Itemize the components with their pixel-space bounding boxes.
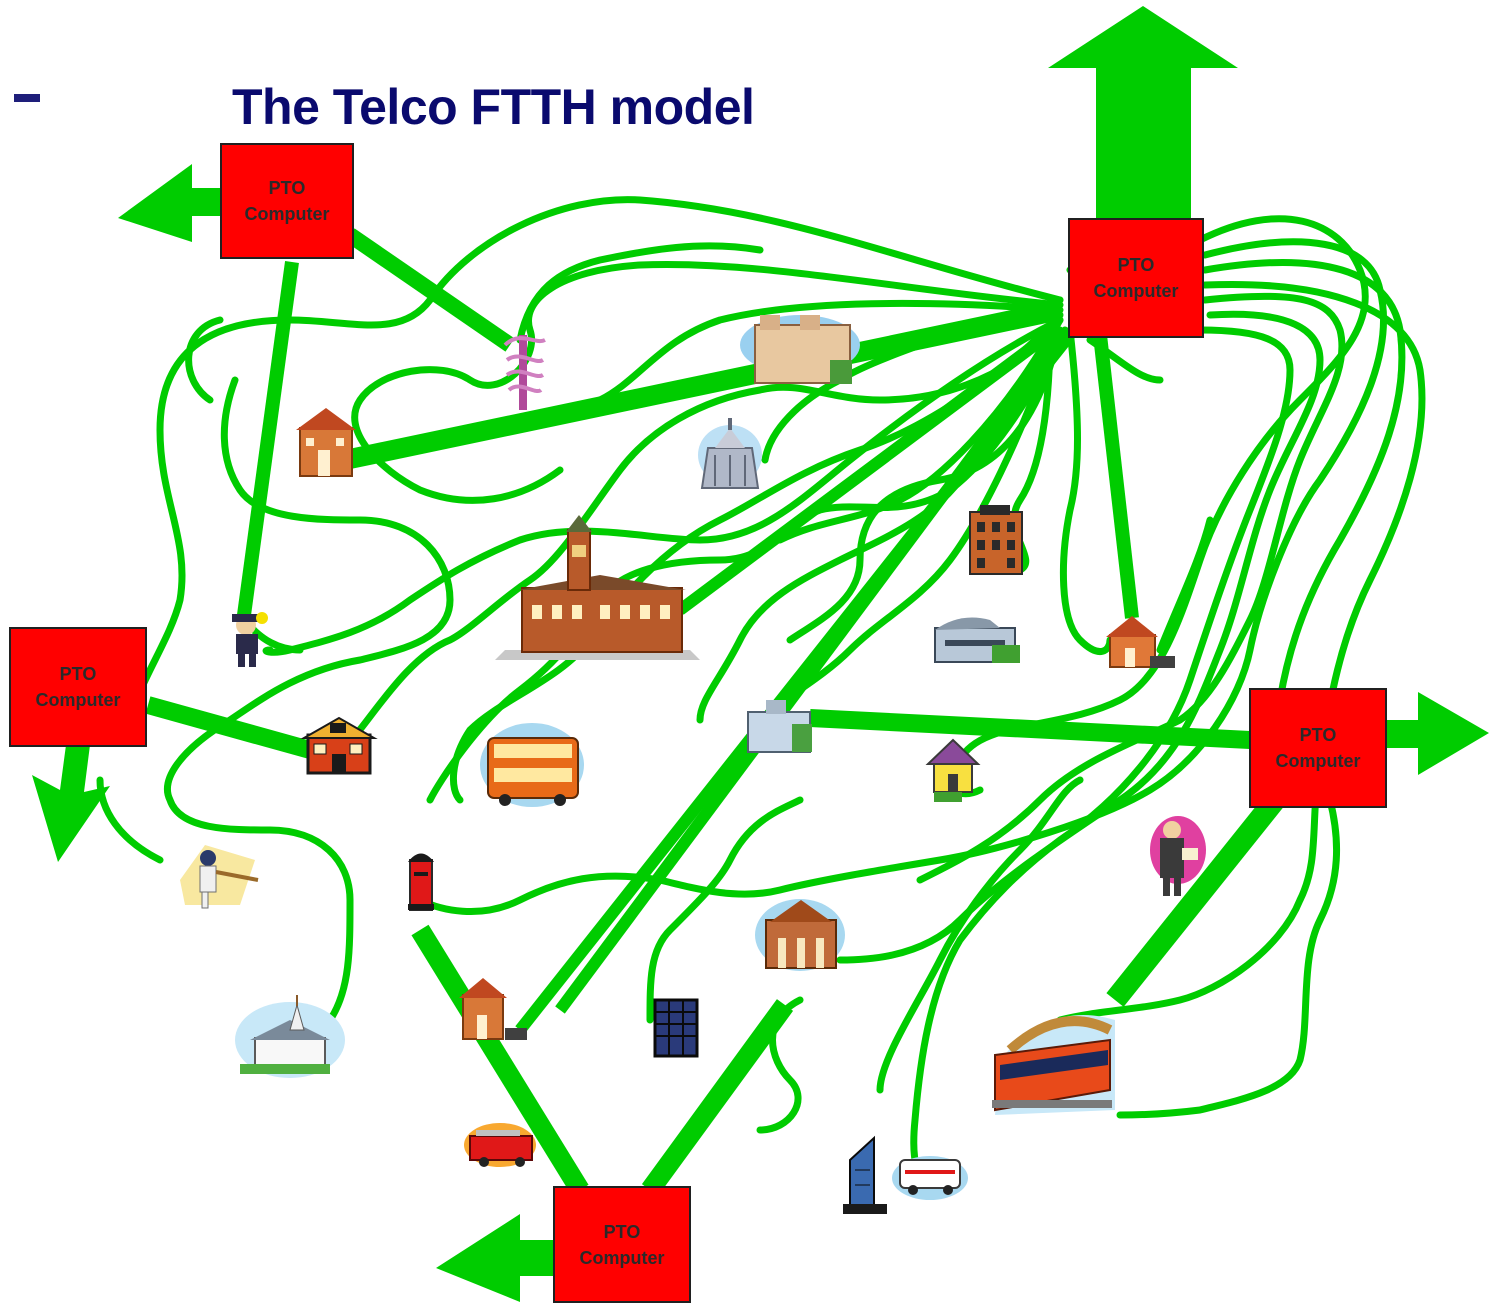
city-hall-icon [495, 515, 700, 660]
trunk-links [145, 228, 1284, 1196]
teacher-icon [1150, 816, 1206, 896]
office-block-icon [747, 700, 812, 753]
building-icons [180, 315, 1206, 1214]
pto-computer-bottom: PTO Computer [553, 1186, 691, 1303]
house-icon [1106, 616, 1175, 668]
pto-label: PTO [1299, 725, 1337, 745]
pto-label: PTO [59, 664, 97, 684]
ambulance-icon [892, 1156, 968, 1200]
church-icon [235, 995, 345, 1078]
school-icon [300, 716, 378, 775]
arrow-up-icon [1048, 6, 1238, 220]
cottage-icon [925, 738, 981, 802]
castle-icon [740, 315, 860, 384]
policeman-icon [232, 612, 268, 667]
train-icon [992, 1015, 1115, 1115]
pto-computer-top-left: PTO Computer [220, 143, 354, 259]
computer-label: Computer [1093, 281, 1179, 301]
monument-icon [698, 418, 762, 489]
arrow-left-bottom-icon [436, 1214, 555, 1302]
pto-computer-left: PTO Computer [9, 627, 147, 747]
pto-label: PTO [1117, 255, 1155, 275]
arrow-right-icon [1385, 692, 1489, 775]
skyscraper-icon [843, 1135, 887, 1214]
bus-icon [480, 723, 584, 807]
pto-computer-top-right: PTO Computer [1068, 218, 1204, 338]
page-title: The Telco FTTH model [232, 79, 755, 135]
computer-label: Computer [579, 1247, 665, 1268]
arrow-down-left-icon [32, 745, 110, 862]
university-icon [755, 899, 845, 971]
office-tower-dark-icon [653, 998, 699, 1058]
pto-label: PTO [268, 178, 306, 198]
pto-label: PTO [603, 1221, 641, 1242]
arrow-left-top-icon [118, 164, 222, 242]
office-tower-icon [969, 505, 1023, 575]
bullet-marker [14, 94, 40, 102]
town-hall-small-icon [459, 978, 527, 1040]
caduceus-icon [503, 335, 546, 410]
computer-label: Computer [1275, 751, 1361, 771]
pto-computer-right: PTO Computer [1249, 688, 1387, 808]
computer-label: Computer [244, 204, 330, 224]
external-arrows [32, 6, 1489, 1302]
factory-icon [934, 617, 1020, 663]
post-box-icon [408, 853, 434, 911]
cricketer-icon [180, 845, 259, 909]
fire-engine-icon [464, 1123, 536, 1167]
town-hall-icon [296, 408, 356, 477]
computer-label: Computer [35, 690, 121, 710]
